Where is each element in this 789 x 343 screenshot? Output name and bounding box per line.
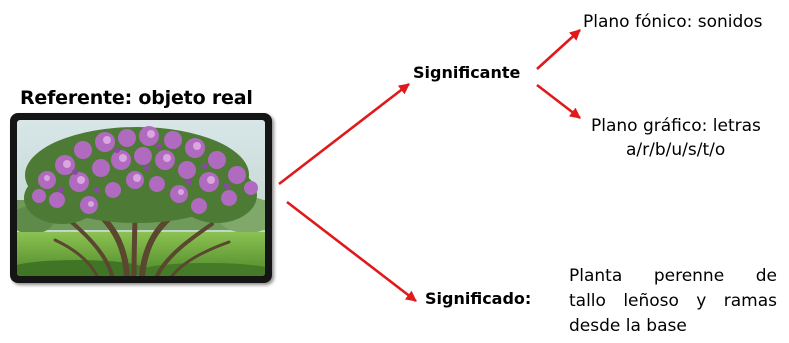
arrow-to-plano-fonico	[536, 29, 581, 70]
arrow-to-significado	[286, 200, 417, 303]
definition-line: tallo leñoso y ramas	[569, 291, 777, 311]
definition-line: Planta perenne de	[569, 266, 777, 286]
arrow-to-plano-grafico	[536, 83, 581, 120]
arrow-to-significante	[278, 82, 410, 186]
significante-label: Significante	[413, 63, 521, 82]
referente-title: Referente: objeto real	[20, 87, 253, 109]
plano-grafico-letters: a/r/b/u/s/t/o	[626, 140, 726, 160]
significado-label: Significado:	[425, 289, 532, 308]
tree-photo-icon	[17, 120, 265, 276]
referent-photo-frame	[10, 113, 272, 283]
significado-definition: Planta perenne de tallo leñoso y ramas d…	[569, 264, 777, 339]
plano-grafico-label: Plano gráfico: letras	[591, 116, 761, 136]
plano-fonico-label: Plano fónico: sonidos	[583, 12, 763, 32]
definition-line: desde la base	[569, 316, 687, 336]
